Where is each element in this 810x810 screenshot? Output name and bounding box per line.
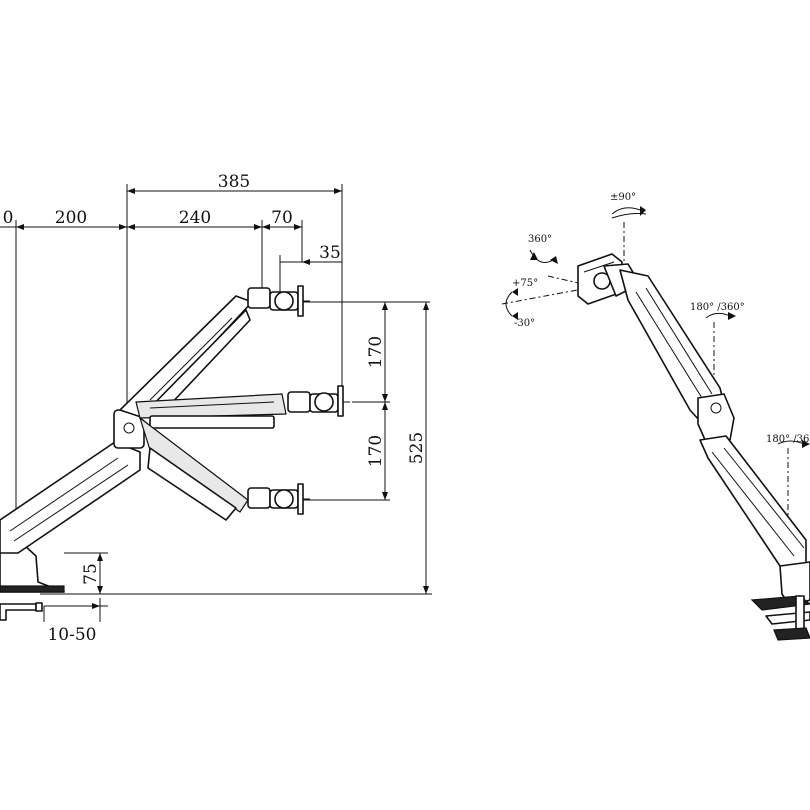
- dim-75: 75: [81, 563, 101, 585]
- label-tilt: ±90°: [610, 192, 636, 203]
- dim-385: 385: [218, 172, 250, 192]
- label-minus30: -30°: [514, 318, 535, 329]
- label-base-rotation: 180° /36: [766, 434, 809, 445]
- label-plus75: +75°: [512, 278, 538, 289]
- perspective-view-arm: [501, 206, 810, 641]
- label-arm-rotation: 180° /360°: [690, 302, 745, 313]
- dim-70: 70: [271, 208, 293, 228]
- dim-170-lower: 170: [366, 435, 386, 467]
- side-view-arm: [0, 285, 350, 621]
- dim-170-upper: 170: [366, 336, 386, 368]
- dim-10-50: 10-50: [47, 625, 96, 645]
- dim-525: 525: [407, 432, 427, 464]
- dim-35: 35: [319, 243, 341, 263]
- label-swivel: 360°: [528, 234, 552, 245]
- dim-200: 200: [55, 208, 87, 228]
- rotation-labels: ±90° 360° +75° -30° 180° /360° 180° /36: [512, 192, 809, 445]
- dim-left-partial: 0: [3, 208, 14, 228]
- dimension-lines: [0, 184, 432, 622]
- dimension-labels: 385 0 200 240 70 35 170 170 525 75 10-50: [3, 172, 427, 645]
- dim-240: 240: [179, 208, 211, 228]
